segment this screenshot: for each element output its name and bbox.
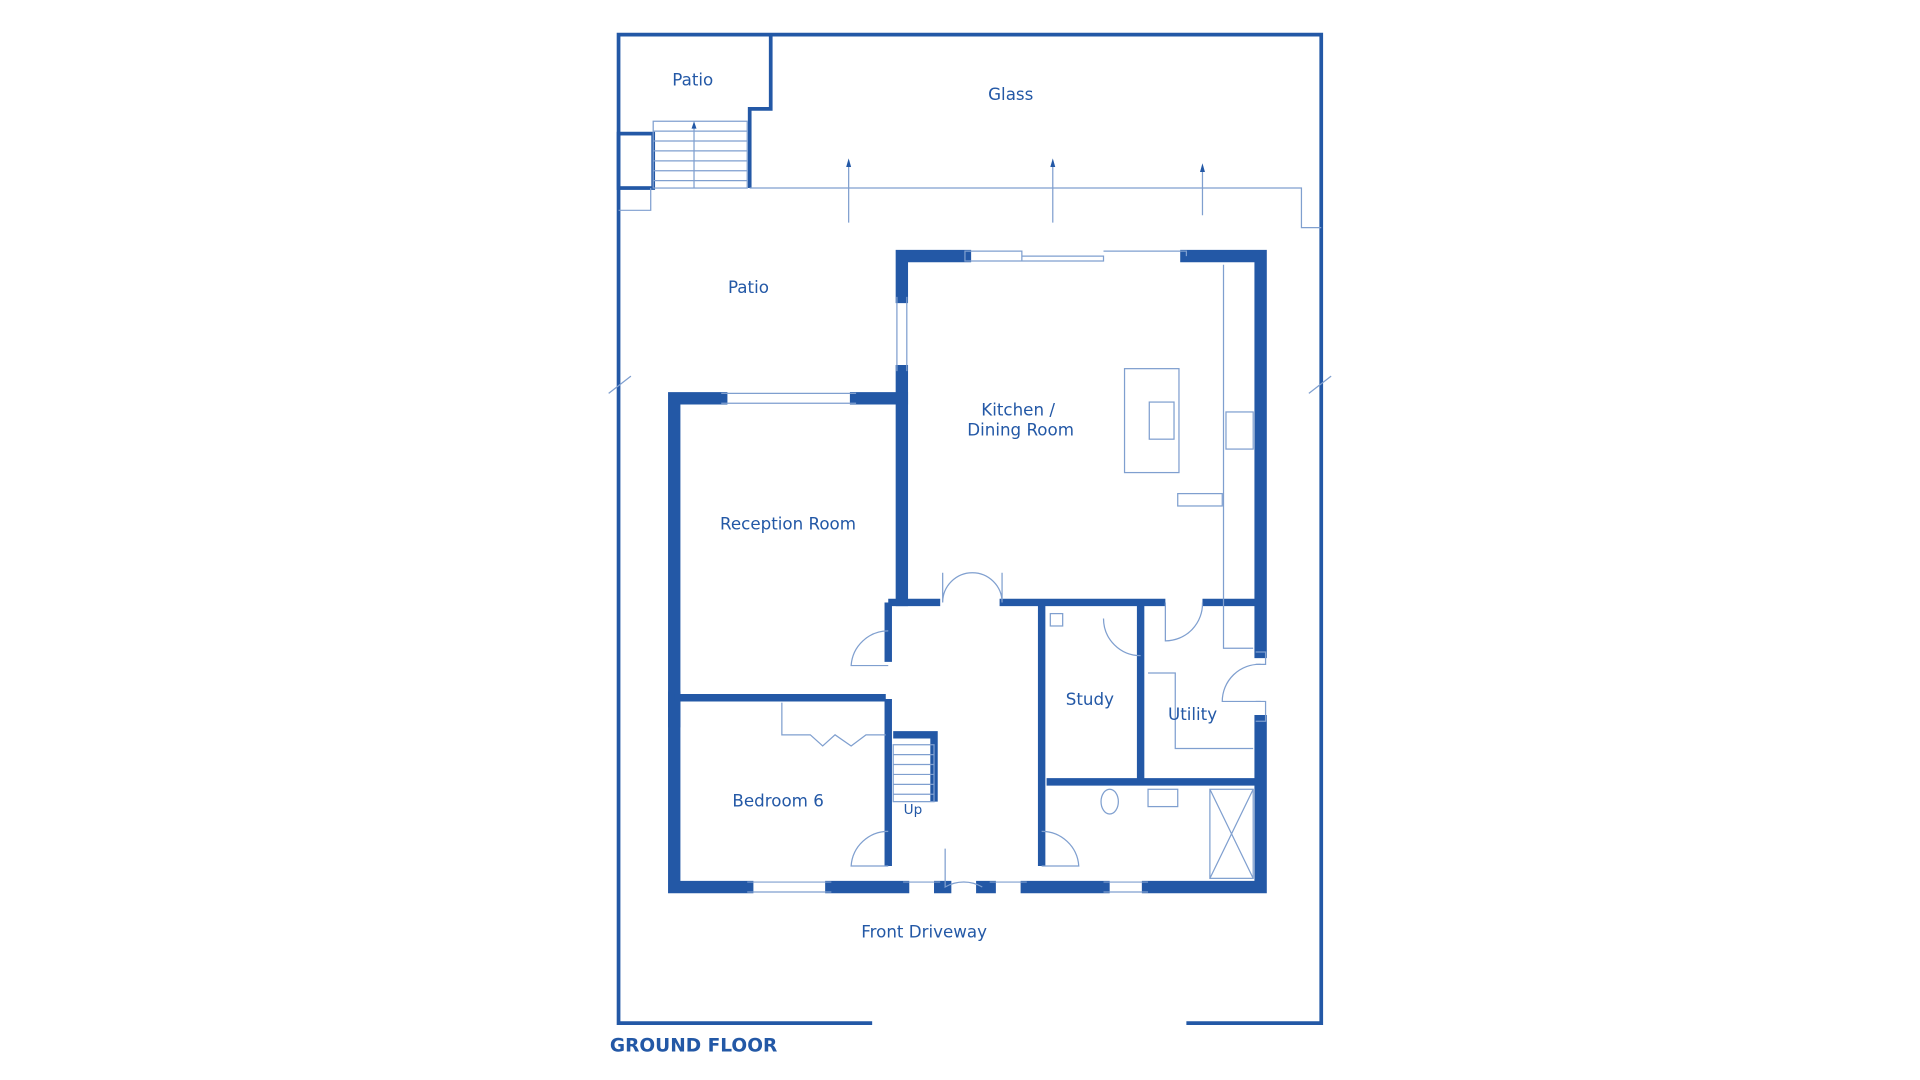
outer-boundary <box>608 32 1332 1025</box>
label-driveway: Front Driveway <box>861 922 987 942</box>
label-kitchen-2: Dining Room <box>967 419 1074 439</box>
walls <box>668 249 1267 894</box>
windows-doors <box>721 250 1267 893</box>
label-stairs-up: Up <box>904 802 923 818</box>
room-labels: Patio Glass Patio Kitchen / Dining Room … <box>610 69 1217 1056</box>
glass-arrows <box>846 158 1205 223</box>
label-glass: Glass <box>988 84 1033 104</box>
label-study: Study <box>1066 689 1114 709</box>
label-kitchen-1: Kitchen / <box>981 400 1055 420</box>
label-utility: Utility <box>1168 704 1217 724</box>
patio-stairs <box>652 120 748 189</box>
label-bedroom6: Bedroom 6 <box>732 791 823 811</box>
label-reception: Reception Room <box>720 513 856 533</box>
floor-title: GROUND FLOOR <box>610 1036 777 1057</box>
label-patio-top: Patio <box>672 69 713 89</box>
fixtures <box>892 264 1254 879</box>
label-patio: Patio <box>728 277 769 297</box>
